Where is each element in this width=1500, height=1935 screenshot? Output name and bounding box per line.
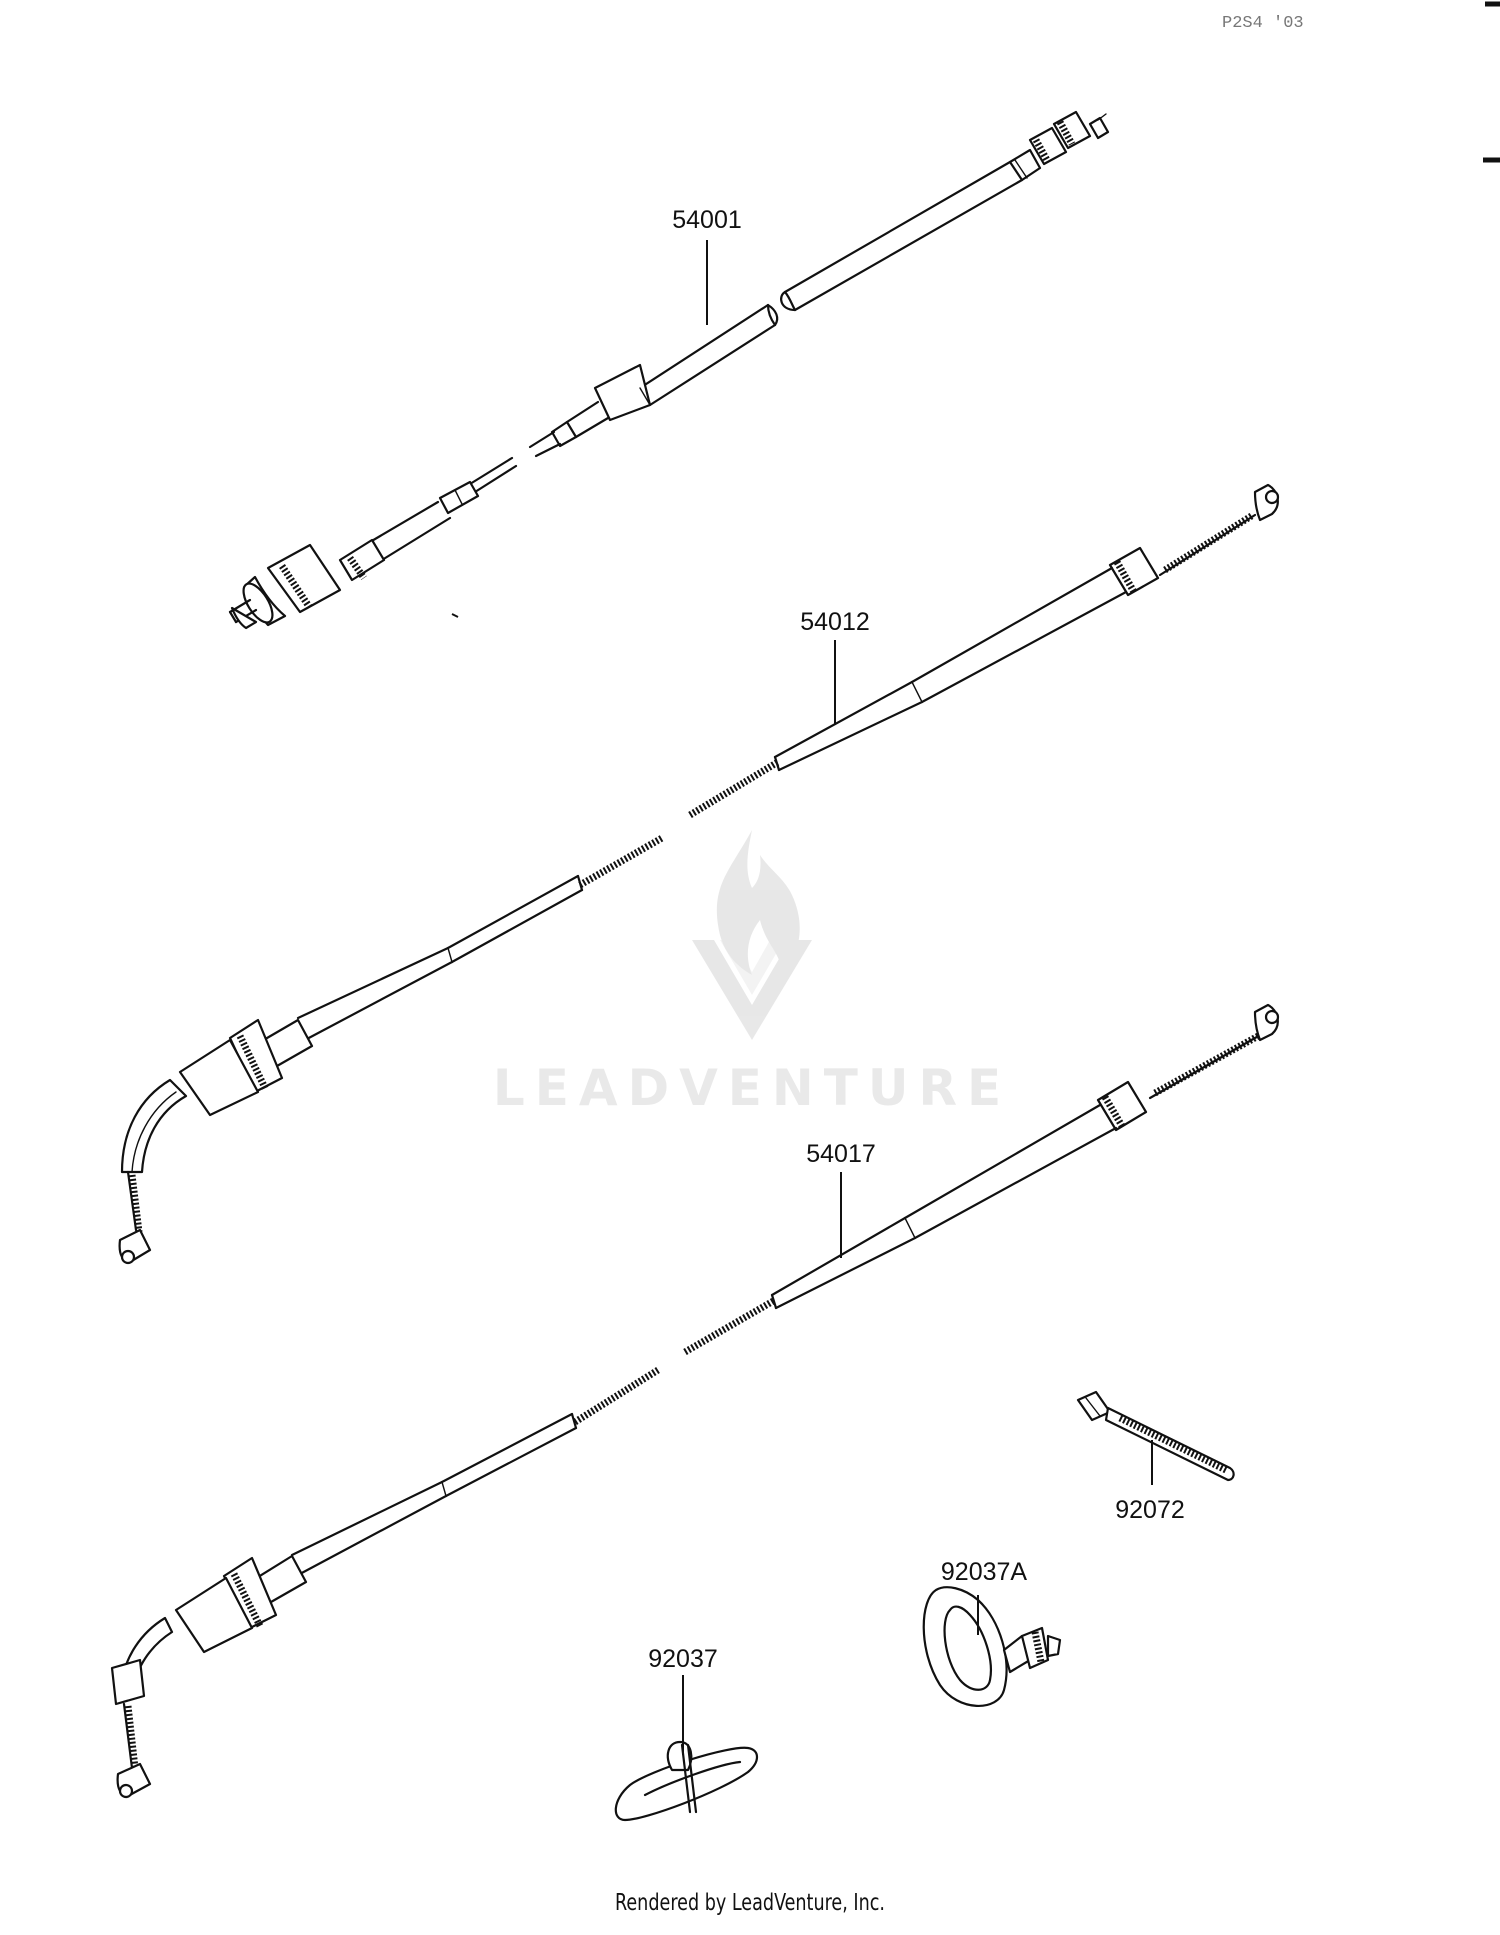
part-label-54017[interactable]: 54017 — [806, 1140, 876, 1168]
part-label-92037[interactable]: 92037 — [648, 1645, 718, 1673]
speedometer-cable-54001 — [228, 110, 1110, 630]
render-credit: Rendered by LeadVenture, Inc. — [615, 1890, 885, 1916]
throttle-cable-54017 — [110, 1003, 1280, 1799]
part-label-92037A[interactable]: 92037A — [941, 1558, 1028, 1586]
watermark-text: LEADVENTURE — [493, 1059, 1011, 1117]
watermark-logo — [692, 830, 812, 1040]
stray-mark — [451, 613, 459, 618]
part-label-92072[interactable]: 92072 — [1115, 1496, 1185, 1524]
cable-tie-92072 — [1076, 1390, 1235, 1482]
part-label-54001[interactable]: 54001 — [672, 206, 742, 234]
clamp-92037A — [922, 1586, 1062, 1707]
part-label-54012[interactable]: 54012 — [800, 608, 870, 636]
clip-92037 — [614, 1740, 759, 1822]
throttle-cable-54012 — [118, 483, 1280, 1265]
corner-code: P2S4 '03 — [1222, 14, 1304, 33]
